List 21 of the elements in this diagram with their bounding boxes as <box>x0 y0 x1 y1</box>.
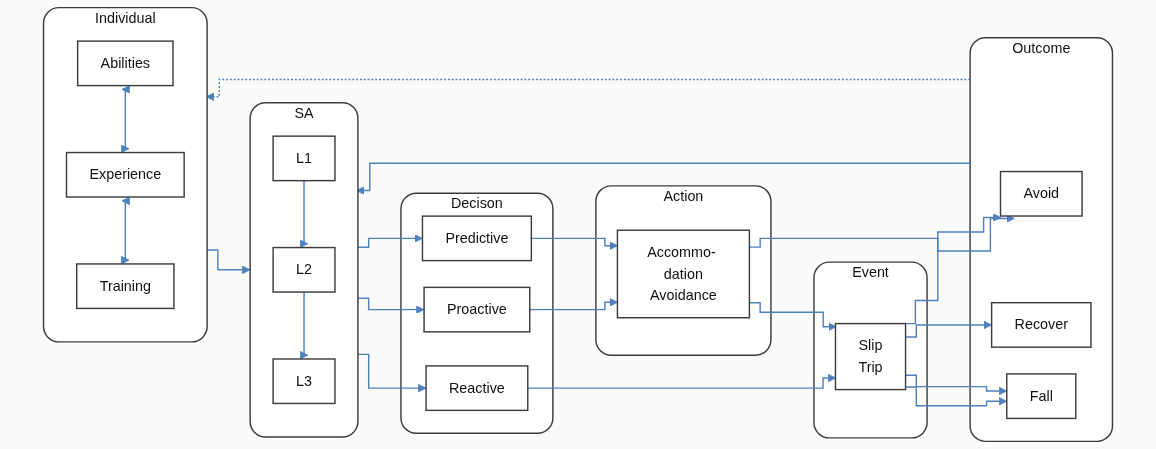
node-box: Slip Trip <box>834 322 907 391</box>
arrow <box>299 291 309 360</box>
node-box: L3 <box>272 358 336 405</box>
node-box: Abilities <box>76 40 174 87</box>
arrow <box>357 234 423 249</box>
arrow <box>357 353 427 393</box>
arrow <box>121 197 130 265</box>
node-box: Fall <box>1006 373 1077 420</box>
node-box: Avoid <box>999 170 1083 217</box>
node-box: Predictive <box>421 215 533 262</box>
node-box: Proactive <box>423 286 531 333</box>
arrow <box>299 179 309 248</box>
node-box: Reactive <box>425 365 529 412</box>
node-box: L2 <box>272 246 336 293</box>
node-box: Experience <box>65 151 185 198</box>
node-box: Accommo- dation Avoidance <box>616 229 751 319</box>
node-box: Training <box>76 263 175 310</box>
arrow <box>357 297 425 314</box>
node-box: Recover <box>990 301 1092 348</box>
arrow <box>121 85 130 153</box>
node-box: L1 <box>272 135 336 182</box>
